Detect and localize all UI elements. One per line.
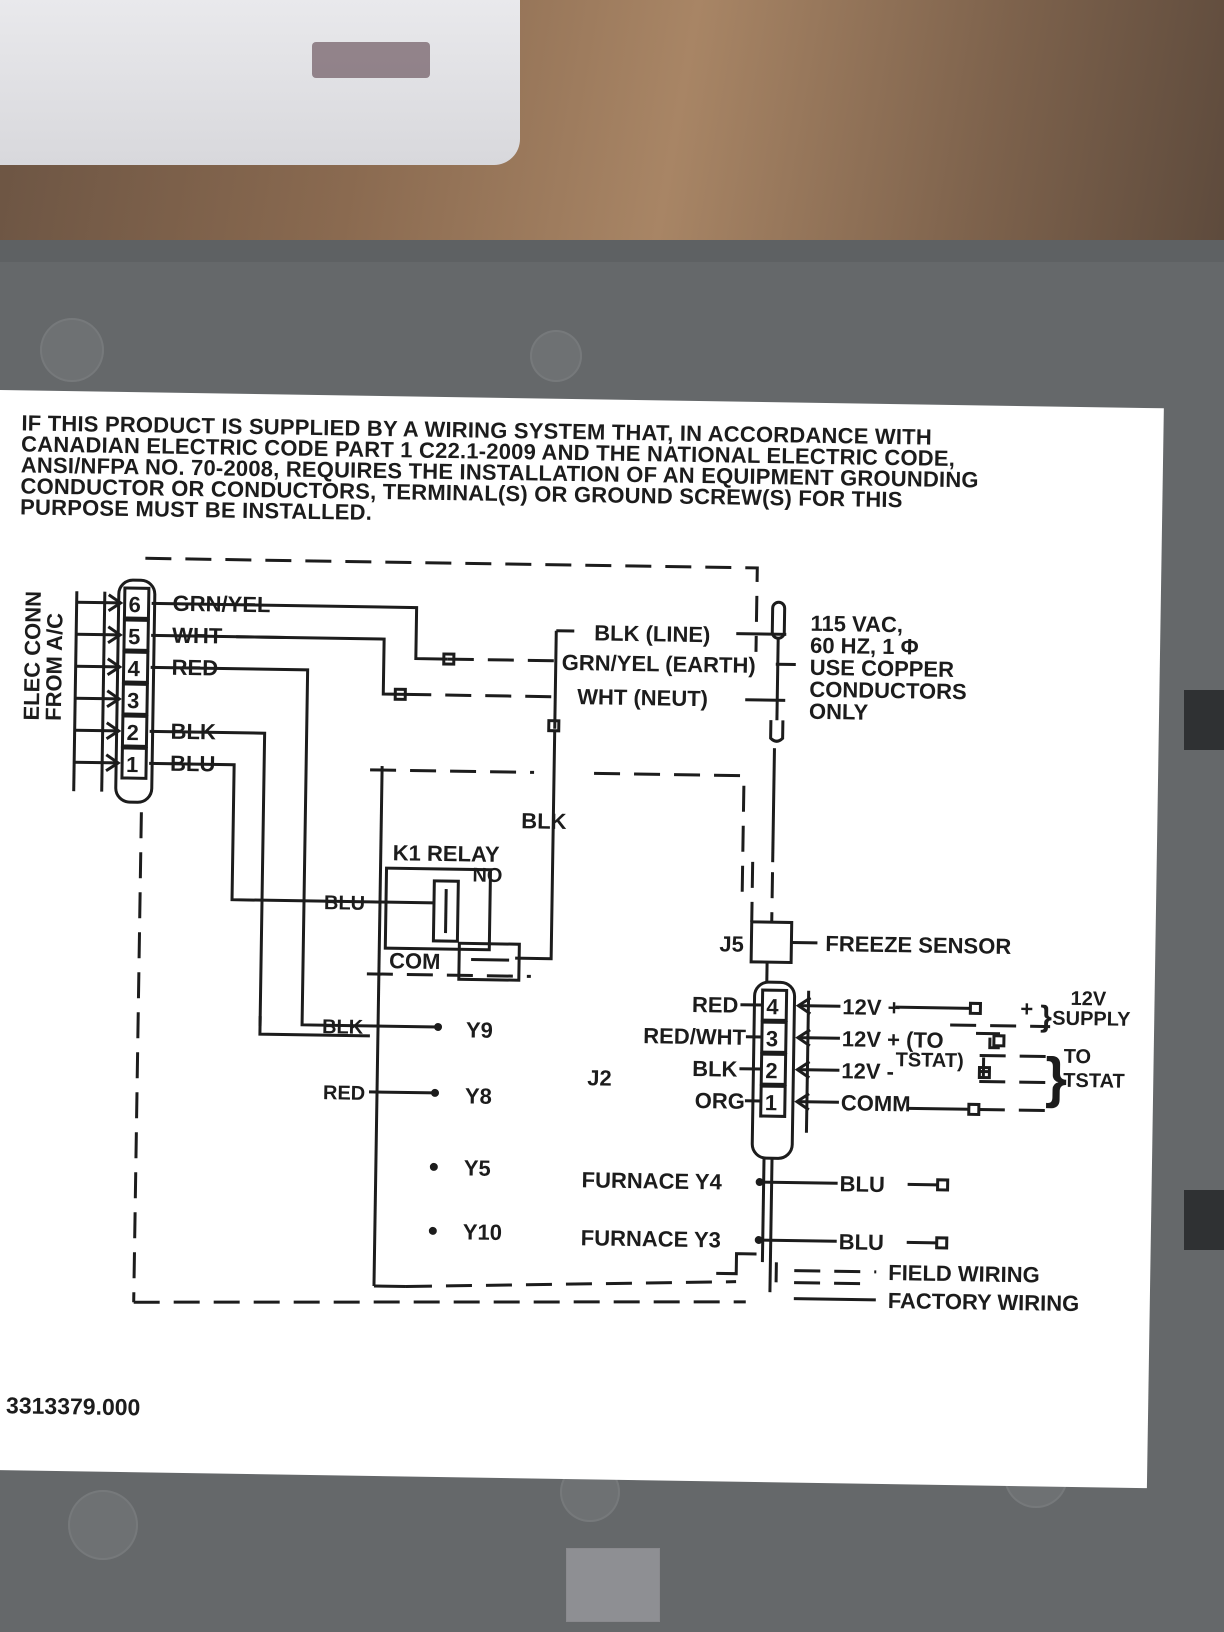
supply-label: 12V bbox=[1070, 988, 1107, 1011]
power-spec-line: 115 VAC, bbox=[810, 611, 903, 637]
side-clip bbox=[1184, 1190, 1224, 1250]
j2-wire-label: BLK bbox=[692, 1056, 738, 1082]
power-spec-line: USE COPPER bbox=[810, 655, 955, 682]
furnace-wire-label: BLU bbox=[839, 1229, 885, 1255]
wire-blu bbox=[149, 761, 371, 904]
pin-number: 5 bbox=[128, 624, 141, 649]
elec-conn-label: FROM A/C bbox=[41, 613, 68, 721]
power-spec-line: 60 HZ, 1 Φ bbox=[810, 633, 919, 660]
output-terminal: Y10 bbox=[463, 1219, 503, 1245]
pin-boxes bbox=[120, 586, 151, 780]
output-terminal: Y5 bbox=[464, 1155, 491, 1180]
furnace-wire-label: BLU bbox=[839, 1171, 885, 1197]
wire-grn-yel bbox=[151, 601, 448, 661]
elec-conn-label: ELEC CONN bbox=[19, 591, 46, 721]
wire-blk-com bbox=[515, 730, 557, 961]
relay-coil bbox=[431, 879, 460, 943]
output-wire-label: BLK bbox=[322, 1016, 364, 1039]
relay-title: K1 RELAY bbox=[393, 840, 500, 867]
j2-signal-label: 12V - bbox=[841, 1058, 894, 1084]
appliance-logo-badge bbox=[312, 42, 430, 78]
relay-no-label: NO bbox=[472, 864, 502, 886]
harness-arrows bbox=[74, 593, 124, 772]
relay-body-outline bbox=[383, 866, 493, 952]
wire-label: GRN/YEL bbox=[172, 591, 270, 618]
output-terminal: Y9 bbox=[466, 1017, 493, 1042]
relay-blu-label: BLU bbox=[324, 892, 365, 915]
j5-label: J5 bbox=[719, 931, 744, 956]
mounting-boss-bottom-left bbox=[68, 1490, 138, 1560]
j2-signal-label: COMM bbox=[841, 1090, 911, 1116]
terminal-dots bbox=[428, 1022, 764, 1245]
neutral-symbol bbox=[769, 720, 785, 743]
output-wire-label: RED bbox=[323, 1082, 366, 1105]
tape-piece bbox=[566, 1548, 660, 1622]
white-appliance bbox=[0, 0, 520, 165]
connector-body bbox=[114, 578, 157, 804]
supply-label: SUPPLY bbox=[1052, 1008, 1131, 1031]
splice bbox=[393, 687, 407, 701]
j2-signal-label: 12V + (TO bbox=[842, 1026, 944, 1053]
j2-pin-number: 4 bbox=[766, 994, 779, 1019]
wire-red bbox=[150, 665, 351, 1028]
j2-pin-number: 3 bbox=[766, 1026, 779, 1051]
j2-wire-label: RED/WHT bbox=[643, 1023, 747, 1050]
wiring-diagram-label: IF THIS PRODUCT IS SUPPLIED BY A WIRING … bbox=[0, 390, 1164, 1489]
pin-number: 4 bbox=[127, 656, 140, 681]
wire-label: RED bbox=[171, 655, 218, 681]
j5-box bbox=[749, 920, 794, 965]
relay-blk-label: BLK bbox=[521, 808, 567, 834]
legend-factory-wiring: FACTORY WIRING bbox=[888, 1288, 1080, 1316]
mounting-boss-top bbox=[530, 330, 582, 382]
wire-wht bbox=[236, 635, 406, 696]
wiring-schematic: ELEC CONN FROM A/C 6 5 4 3 2 1 GRN/YEL W… bbox=[19, 556, 1131, 1316]
field-boundary bbox=[132, 556, 1051, 1304]
side-clip bbox=[1184, 690, 1224, 750]
output-terminal: Y8 bbox=[465, 1083, 492, 1108]
splice bbox=[442, 652, 456, 666]
harness-line bbox=[100, 591, 107, 792]
power-junction bbox=[553, 630, 558, 729]
tstat-inline-label: TSTAT) bbox=[895, 1049, 963, 1072]
pin-number: 3 bbox=[127, 688, 140, 713]
pin-number: 2 bbox=[126, 720, 139, 745]
j2-signal-label: 12V + bbox=[842, 994, 900, 1020]
tstat-label: TSTAT bbox=[1063, 1070, 1125, 1093]
j2-arrows bbox=[794, 996, 841, 1112]
power-wire-label: BLK (LINE) bbox=[594, 620, 710, 647]
supply-brace: } bbox=[1040, 1000, 1053, 1033]
relay-com-contact bbox=[457, 941, 521, 982]
j2-wire-label: RED bbox=[692, 992, 739, 1018]
freeze-sensor-label: FREEZE SENSOR bbox=[825, 931, 1011, 959]
power-wire-label: WHT (NEUT) bbox=[577, 684, 708, 711]
tstat-label: TO bbox=[1063, 1046, 1091, 1068]
tstat-brace: } bbox=[1045, 1046, 1068, 1109]
wire-label: BLK bbox=[170, 719, 216, 745]
power-spec-line: CONDUCTORS bbox=[809, 677, 967, 704]
j2-label: J2 bbox=[587, 1065, 612, 1090]
wire-label: WHT bbox=[172, 623, 223, 649]
j2-pin-number: 1 bbox=[765, 1090, 778, 1115]
wire-blk bbox=[258, 1016, 370, 1038]
j2-wire-label: ORG bbox=[695, 1088, 746, 1114]
power-wire-label: GRN/YEL (EARTH) bbox=[562, 650, 756, 678]
legend-field-wiring: FIELD WIRING bbox=[888, 1260, 1040, 1287]
pin-number: 1 bbox=[126, 752, 139, 777]
furnace-label: FURNACE Y4 bbox=[581, 1167, 722, 1194]
mounting-boss-top-left bbox=[40, 318, 104, 382]
relay-com-label: COM bbox=[389, 948, 441, 974]
part-number: 3313379.000 bbox=[5, 1392, 141, 1421]
supply-sign: + bbox=[1020, 996, 1033, 1021]
pin-number: 6 bbox=[128, 592, 141, 617]
power-spec-line: ONLY bbox=[809, 699, 869, 725]
j2-pin-number: 2 bbox=[765, 1058, 778, 1083]
wire-blk-stub bbox=[149, 729, 267, 1027]
harness-line bbox=[72, 591, 79, 792]
furnace-label: FURNACE Y3 bbox=[581, 1225, 722, 1252]
wire-label: BLU bbox=[170, 751, 216, 777]
